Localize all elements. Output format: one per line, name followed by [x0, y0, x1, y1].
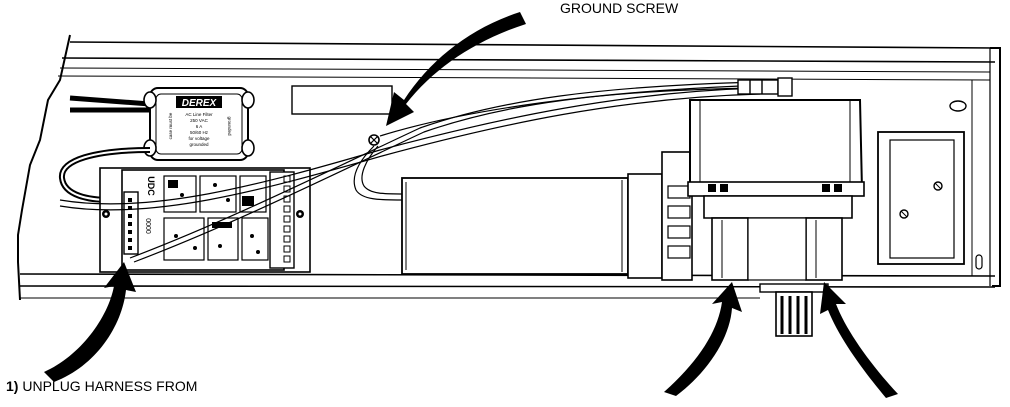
- label-plate: [291, 85, 393, 115]
- line-filter: DEREX AC Line Filter 250 VAC 6 A 50/60 H…: [69, 87, 255, 161]
- harness-cables: [59, 81, 761, 263]
- motor-can: [401, 177, 629, 275]
- filter-spec-line-4: 50/60 Hz: [190, 130, 209, 135]
- motor-cable-plug: [737, 77, 793, 97]
- callout-arrow-spindle-right: [820, 282, 898, 398]
- callout-arrow-spindle-left: [664, 282, 742, 396]
- filter-spec-line-7: case must be: [168, 112, 173, 139]
- filter-spec-line-2: 250 VAC: [190, 118, 208, 123]
- filter-spec-line-1: AC Line Filter: [185, 112, 213, 117]
- callout-arrow-harness: [44, 262, 136, 382]
- unplug-harness-caption: 1) UNPLUG HARNESS FROM: [6, 378, 197, 394]
- filter-spec-line-3: 6 A: [196, 124, 203, 129]
- housing-break-edge: [17, 34, 71, 301]
- board-model-label: UDC: [146, 176, 156, 196]
- header-housing: [17, 34, 1001, 301]
- filter-spec-line-6: grounded: [189, 142, 209, 147]
- filter-spec-line-5: for voltage: [188, 136, 210, 141]
- ground-screw-caption: GROUND SCREW: [560, 0, 679, 16]
- filter-brand-label: DEREX: [182, 98, 218, 109]
- motor: [401, 151, 693, 281]
- filter-spec-line-8: grounded: [227, 116, 232, 136]
- callout-arrow-ground-screw: [386, 12, 526, 126]
- step-number: 1): [6, 378, 19, 394]
- gearbox: [687, 99, 865, 337]
- ground-screw: [368, 134, 380, 146]
- unplug-harness-text: UNPLUG HARNESS FROM: [22, 378, 198, 394]
- board-jumper-label: 0000: [144, 218, 151, 234]
- control-board: UDC 0000: [99, 167, 311, 273]
- junction-box: [877, 131, 965, 265]
